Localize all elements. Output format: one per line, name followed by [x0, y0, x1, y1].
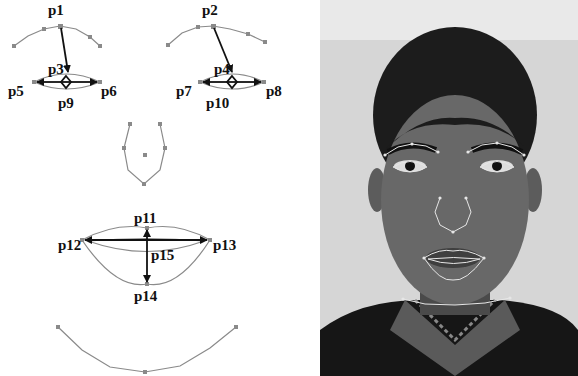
point-label: p1	[48, 3, 64, 18]
point-label: p2	[202, 3, 218, 18]
point-label: p14	[134, 289, 157, 304]
point-label: p8	[266, 84, 282, 99]
point-label: p4	[214, 62, 230, 77]
photo-points	[383, 141, 525, 300]
point-label: p5	[8, 84, 24, 99]
point-label: p3	[48, 62, 64, 77]
point-label: p6	[101, 84, 117, 99]
point-label: p10	[206, 96, 229, 111]
point-label: p12	[58, 238, 81, 253]
landmark-points	[12, 24, 267, 374]
point-label: p15	[151, 248, 174, 263]
point-label: p13	[213, 238, 236, 253]
measure-arrows	[37, 28, 261, 282]
face-schematic	[14, 26, 265, 372]
point-label: p11	[134, 211, 157, 226]
point-label: p9	[58, 96, 74, 111]
face-photo	[320, 0, 578, 376]
photo-landmarks	[385, 143, 524, 305]
point-label: p7	[176, 84, 192, 99]
